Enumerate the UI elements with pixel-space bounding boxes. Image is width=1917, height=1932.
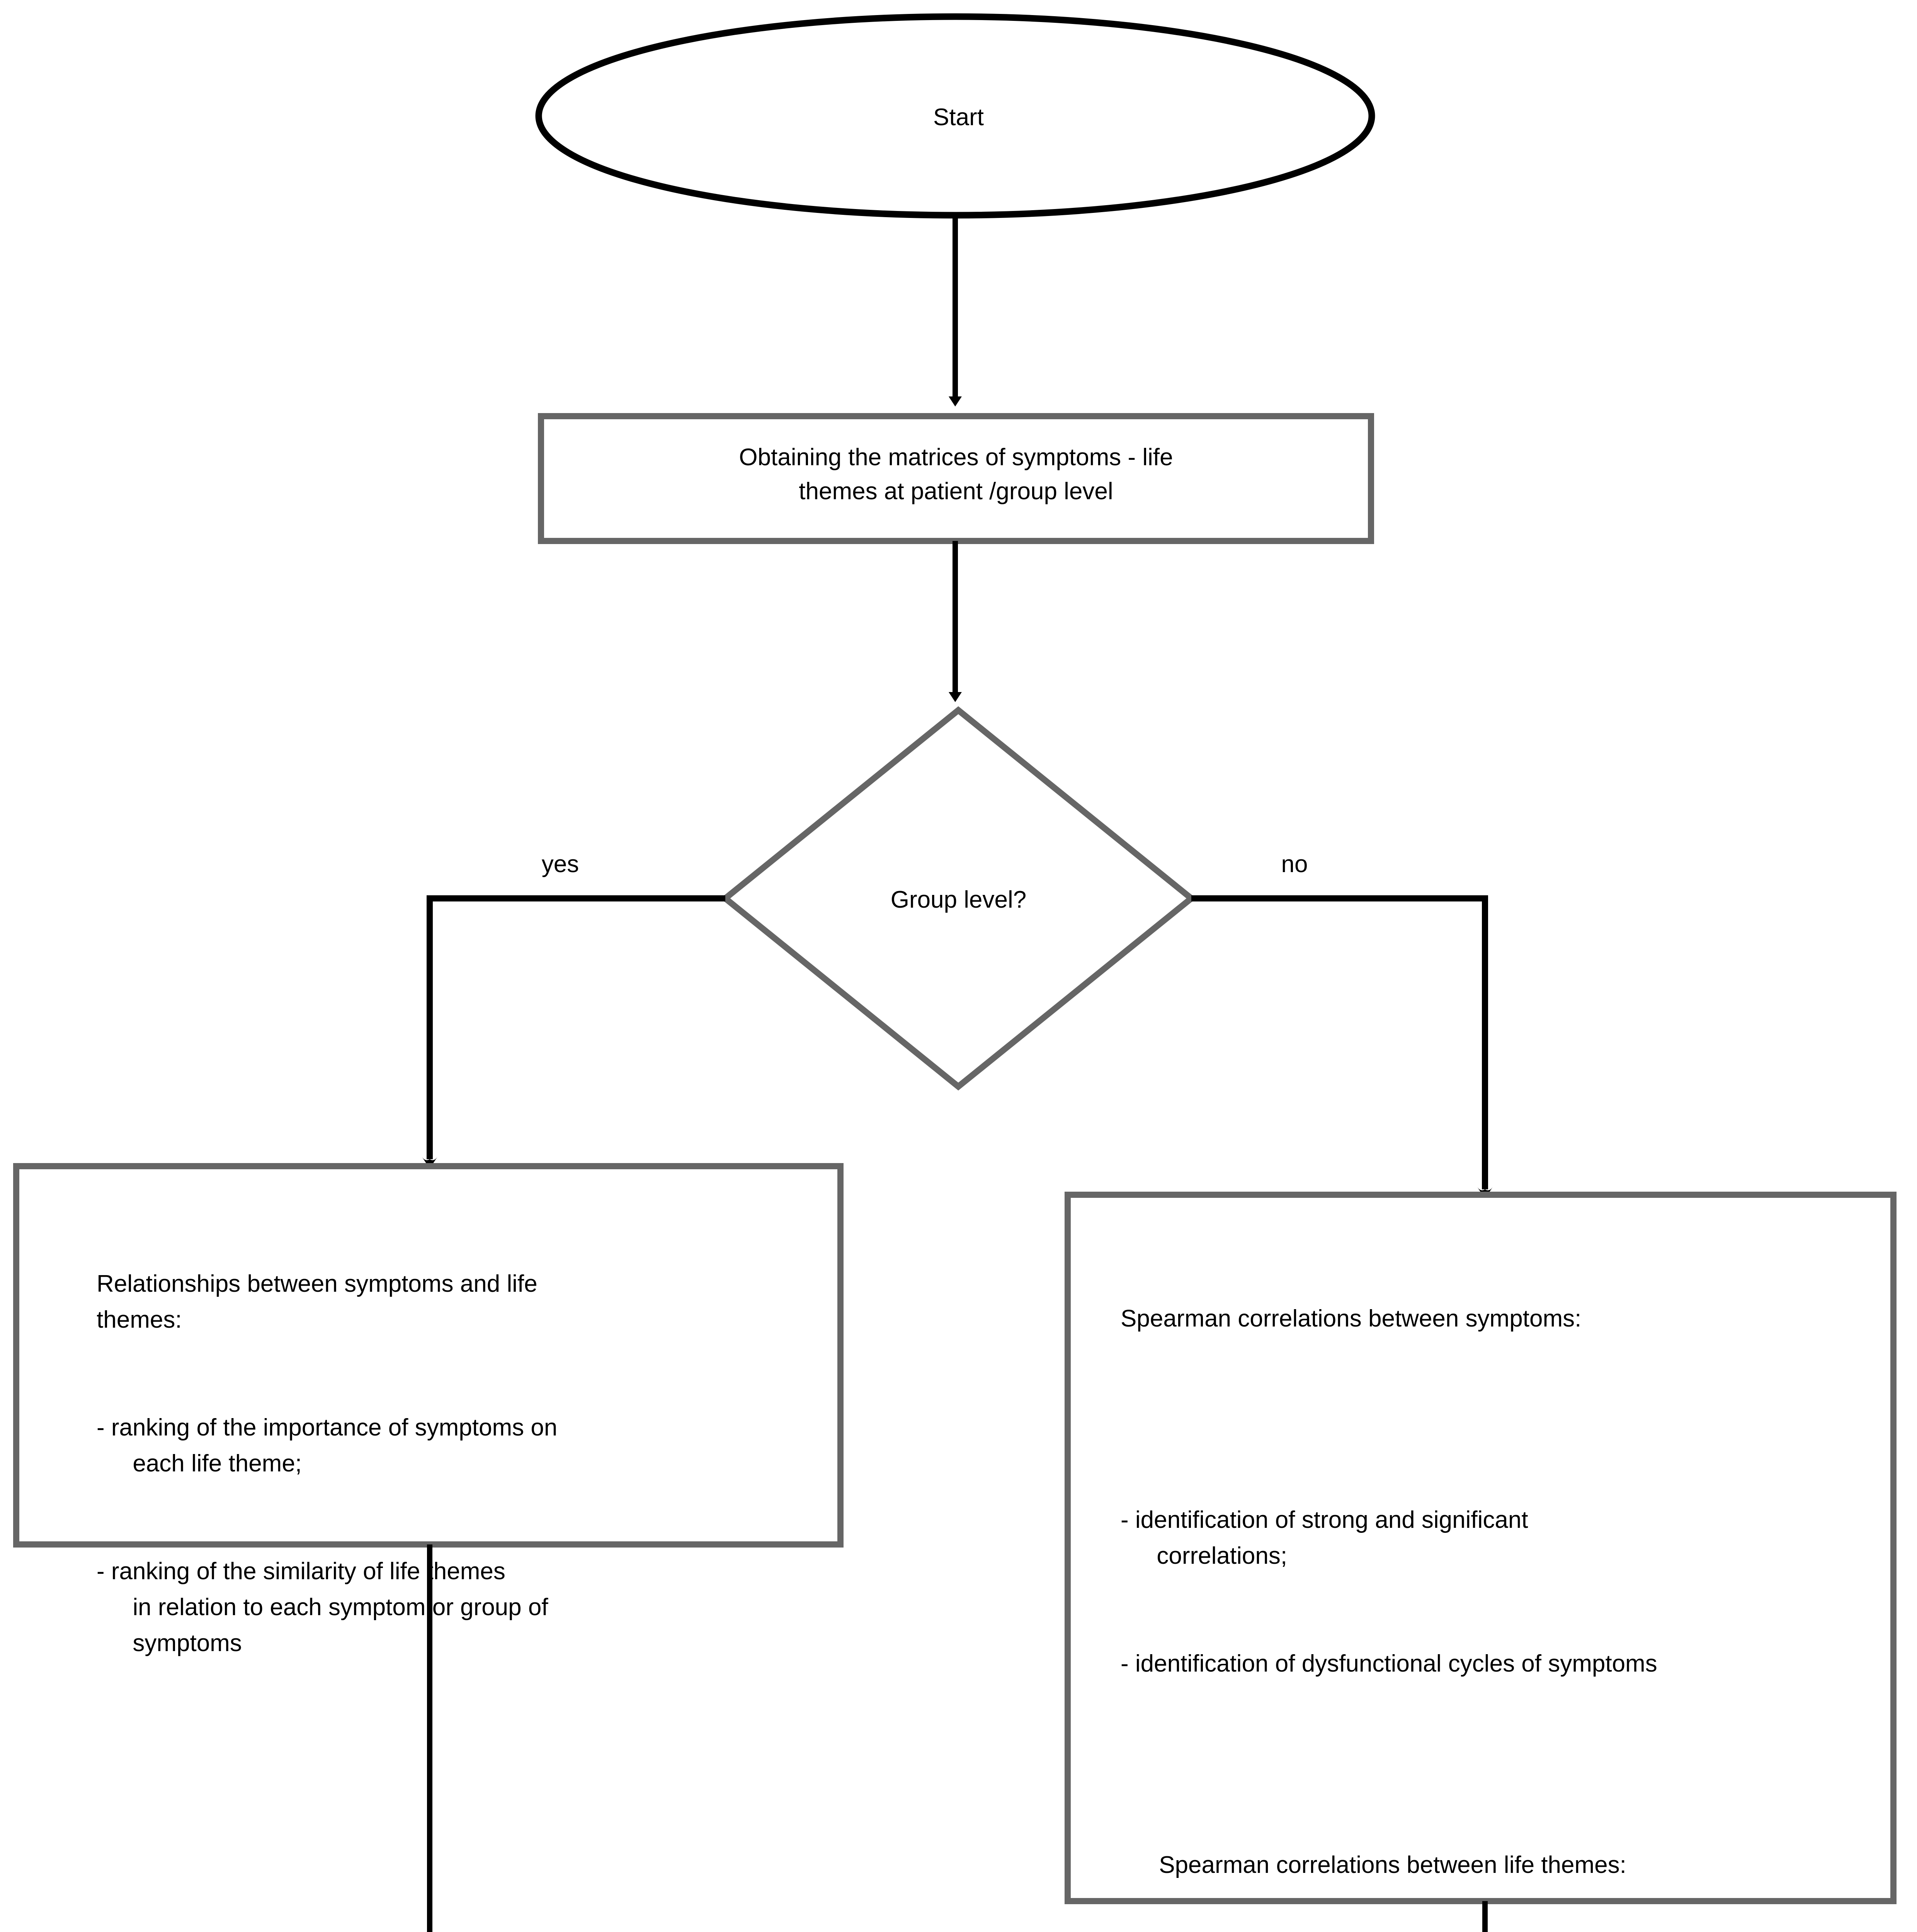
obtain-matrices-shape <box>538 413 1374 544</box>
start-terminal-shape <box>535 13 1375 219</box>
edge-no-branch <box>1191 895 1493 1199</box>
edge-yes-branch <box>422 895 725 1168</box>
decision-group-level-shape <box>720 706 1196 1091</box>
relationships-box-shape <box>13 1163 844 1548</box>
spearman-box-shape <box>1065 1192 1897 1904</box>
